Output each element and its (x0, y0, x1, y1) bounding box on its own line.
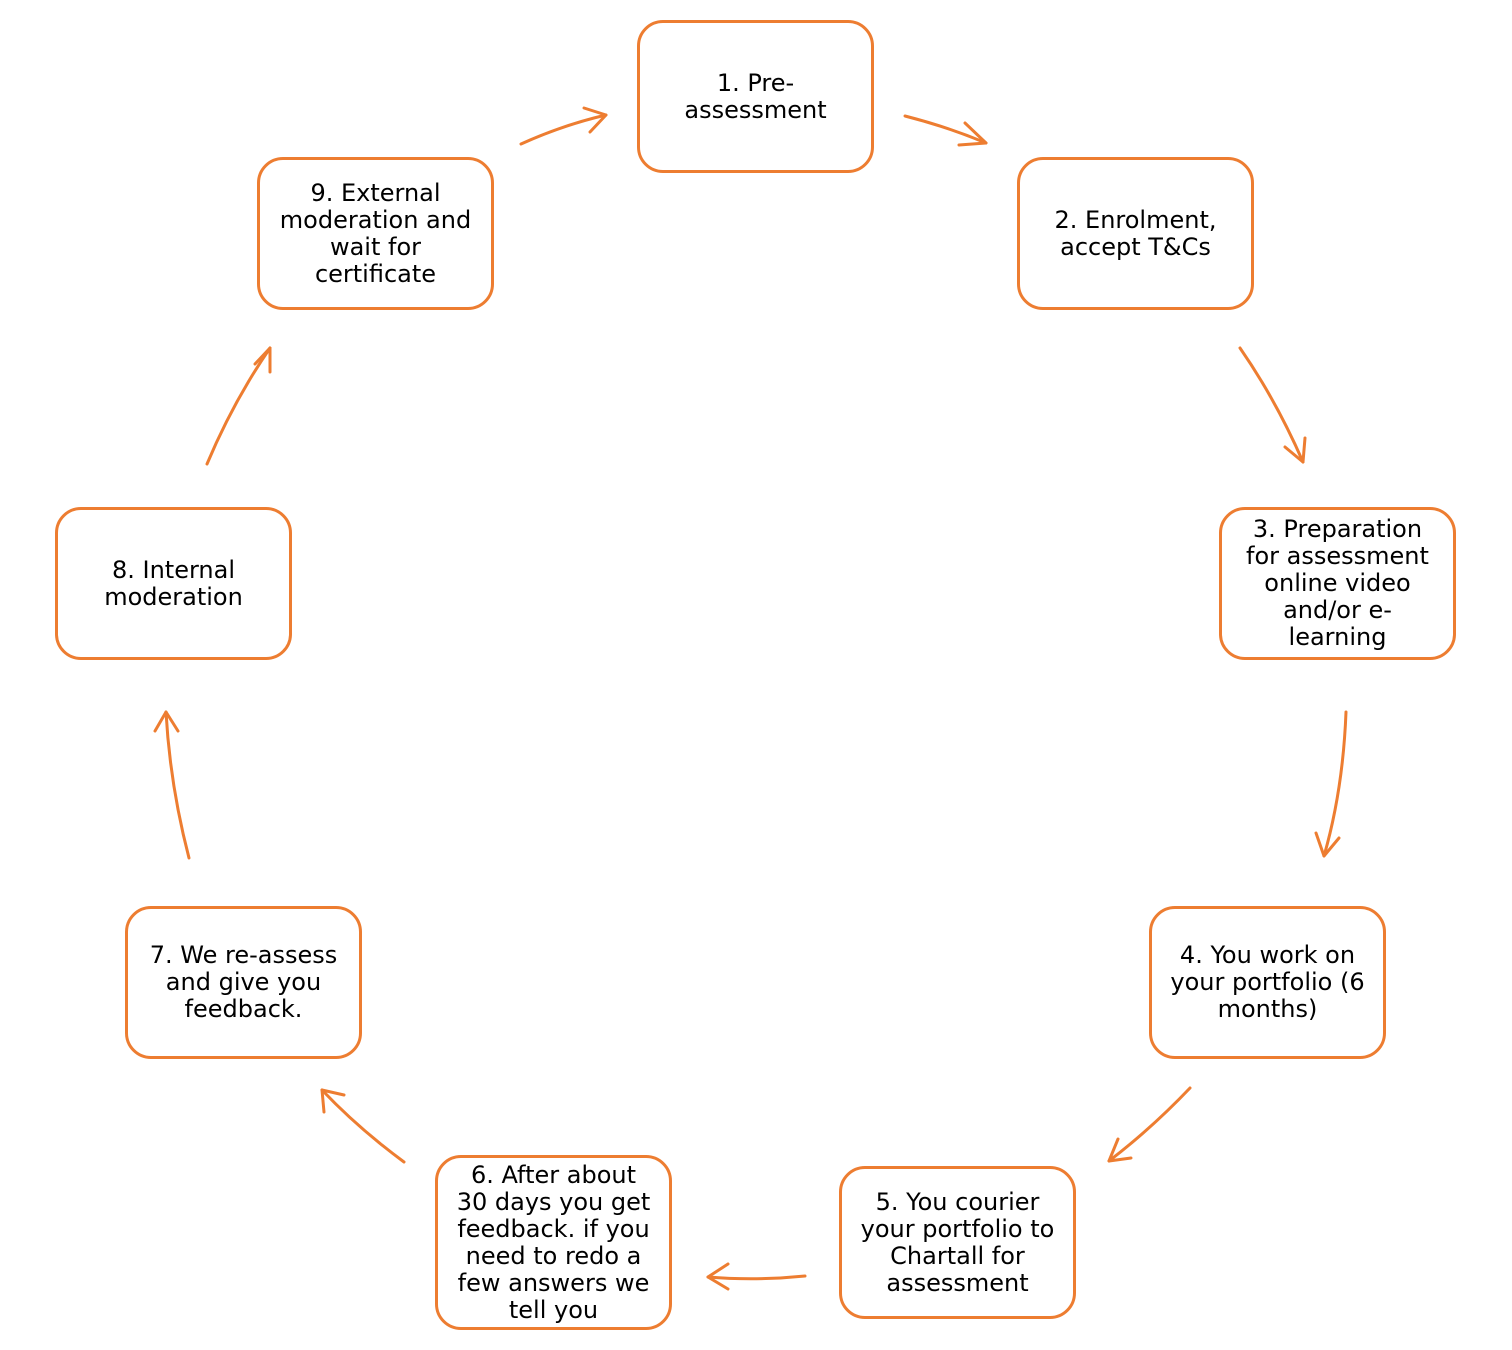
step-2-label: 2. Enrolment, accept T&Cs (1054, 205, 1217, 261)
arrow-4-to-5 (1107, 1086, 1192, 1163)
arrow-7-to-8 (153, 710, 191, 860)
step-9-label: 9. External moderation and wait for cert… (279, 178, 472, 288)
step-9-box: 9. External moderation and wait for cert… (257, 157, 494, 310)
step-2-box: 2. Enrolment, accept T&Cs (1017, 157, 1254, 310)
arrow-9-to-1 (519, 106, 608, 146)
step-1-box: 1. Pre- assessment (637, 20, 874, 173)
step-4-label: 4. You work on your portfolio (6 months) (1170, 941, 1365, 1023)
arrow-6-to-7 (320, 1088, 406, 1164)
arrow-3-to-4 (1314, 710, 1348, 858)
arrow-5-to-6 (706, 1262, 807, 1291)
step-6-label: 6. After about 30 days you get feedback.… (456, 1160, 651, 1324)
step-8-box: 8. Internal moderation (55, 507, 292, 660)
step-7-box: 7. We re-assess and give you feedback. (125, 906, 362, 1059)
arrow-8-to-9 (205, 346, 272, 466)
step-8-label: 8. Internal moderation (104, 555, 243, 611)
step-5-label: 5. You courier your portfolio to Chartal… (860, 1187, 1055, 1297)
arrow-2-to-3 (1238, 346, 1307, 464)
arrow-1-to-2 (903, 114, 988, 147)
step-1-label: 1. Pre- assessment (684, 68, 827, 124)
step-3-label: 3. Preparation for assessment online vid… (1246, 515, 1429, 651)
step-4-box: 4. You work on your portfolio (6 months) (1149, 906, 1386, 1059)
step-6-box: 6. After about 30 days you get feedback.… (435, 1155, 672, 1330)
step-7-label: 7. We re-assess and give you feedback. (149, 941, 338, 1023)
step-3-box: 3. Preparation for assessment online vid… (1219, 507, 1456, 660)
step-5-box: 5. You courier your portfolio to Chartal… (839, 1166, 1076, 1319)
